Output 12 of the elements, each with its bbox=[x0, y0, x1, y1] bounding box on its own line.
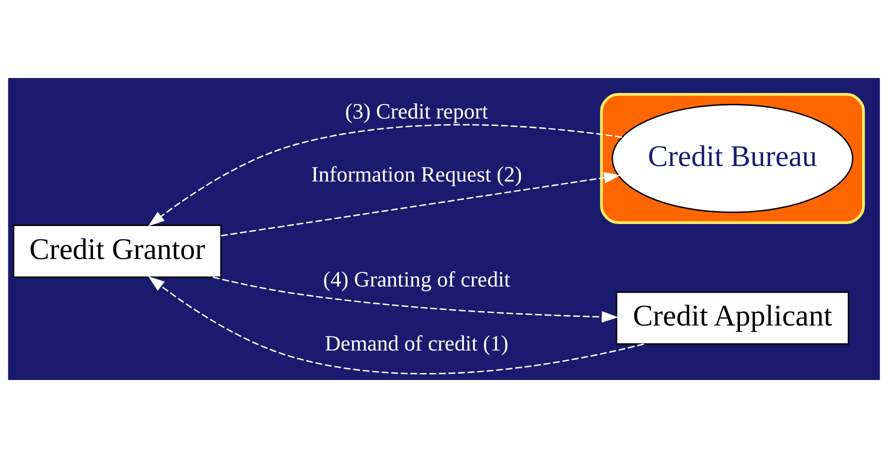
edge-label: (4) Granting of credit bbox=[323, 267, 510, 292]
arrow bbox=[221, 172, 620, 236]
cluster bbox=[600, 93, 865, 224]
edge-label: Information Request (2) bbox=[311, 162, 522, 186]
arrow bbox=[148, 124, 622, 226]
arrow bbox=[212, 276, 618, 323]
node-ellipse: Credit Bureau bbox=[612, 104, 854, 214]
arrow bbox=[148, 276, 644, 374]
edge-label: Demand of credit (1) bbox=[324, 332, 508, 356]
node-box: Credit Grantor bbox=[12, 224, 222, 278]
edge-label: (3) Credit report bbox=[345, 100, 488, 124]
node-box: Credit Applicant bbox=[616, 291, 850, 345]
